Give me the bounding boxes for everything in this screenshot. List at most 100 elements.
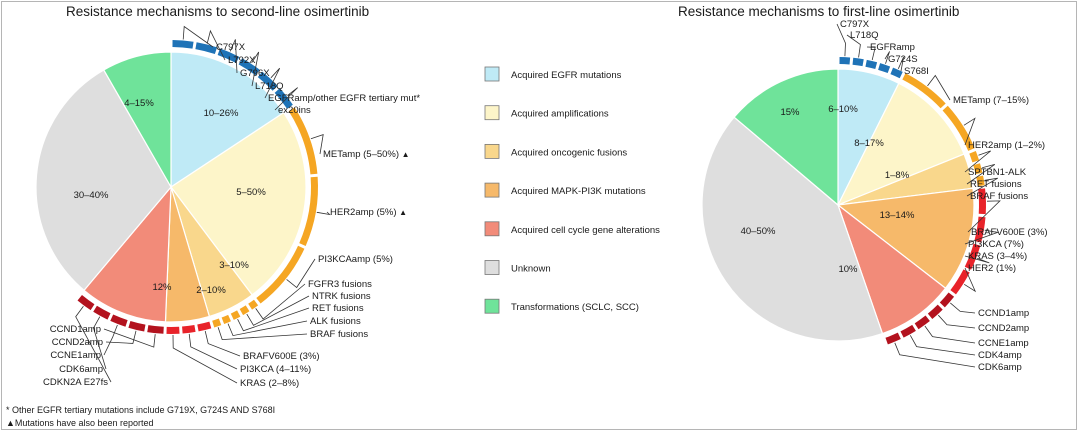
leader-line — [836, 23, 846, 57]
mechanism-label: CCNE1amp — [50, 350, 101, 361]
mechanism-label: METamp (5–50%) ▲ — [323, 149, 410, 160]
legend-swatch — [484, 143, 500, 159]
mechanism-band-segment — [182, 325, 196, 334]
mechanism-label: ALK fusions — [310, 316, 361, 327]
footnote-mutations-reported: ▲Mutations have also been reported — [6, 418, 154, 428]
legend-label: Acquired cell cycle gene alterations — [511, 225, 660, 236]
mechanism-label: SPTBN1-ALK — [968, 167, 1027, 178]
mechanism-band-segment — [238, 58, 260, 76]
leader-line — [105, 330, 137, 344]
pie-slice — [836, 187, 975, 290]
legend-swatch — [484, 260, 500, 275]
leader-line — [237, 307, 310, 332]
leader-line — [924, 325, 976, 344]
mechanism-label: L718Q — [255, 81, 284, 92]
pie-slice — [170, 51, 285, 189]
leader-line — [217, 327, 308, 341]
mechanism-band-segment — [212, 318, 222, 328]
footnote-egfr-tertiary: * Other EGFR tertiary mutations include … — [6, 405, 275, 415]
mechanism-band-segment — [230, 310, 241, 320]
mechanism-band-segment — [969, 151, 980, 163]
mechanism-band-segment — [147, 325, 164, 334]
leader-line — [964, 150, 991, 173]
mechanism-label: CDK6amp — [978, 362, 1022, 373]
mechanism-band-segment — [939, 292, 955, 308]
mechanism-band-segment — [974, 216, 986, 243]
mechanism-band-segment — [257, 71, 278, 91]
leader-line — [316, 211, 331, 216]
right-chart-title: Resistance mechanisms to first-line osim… — [678, 4, 959, 19]
mechanism-band-segment — [299, 176, 318, 246]
pie-slice — [170, 111, 307, 296]
legend-swatch — [484, 66, 500, 82]
mechanism-label: CCND2amp — [52, 337, 103, 348]
mechanism-band-segment — [288, 107, 318, 175]
mechanism-band-segment — [914, 315, 930, 330]
slice-value-label: 30–40% — [74, 190, 109, 201]
mechanism-band-segment — [166, 326, 180, 334]
mechanism-band-segment — [927, 304, 943, 320]
mechanism-label: CDKN2A E27fs — [43, 377, 108, 388]
legend-label: Unknown — [511, 264, 551, 275]
mechanism-band-segment — [978, 188, 987, 215]
mechanism-band-segment — [878, 63, 891, 74]
leader-line — [966, 177, 999, 197]
mechanism-label: KRAS (3–4%) — [968, 251, 1027, 262]
pie-slice — [733, 68, 839, 207]
pie-slice — [701, 116, 884, 342]
leader-line — [229, 39, 238, 74]
mechanism-label: CCND2amp — [978, 323, 1029, 334]
mechanism-band-segment — [195, 42, 218, 55]
legend-label: Acquired oncogenic fusions — [511, 147, 627, 158]
mechanism-label: L718Q — [850, 30, 879, 41]
leader-line — [894, 342, 976, 368]
mechanism-band-segment — [865, 59, 878, 70]
mechanism-label: METamp (7–15%) — [953, 95, 1029, 106]
slice-value-label: 10–26% — [204, 108, 239, 119]
leader-line — [310, 134, 324, 155]
mechanism-label: BRAF fusions — [310, 329, 368, 340]
mechanism-band-segment — [274, 88, 293, 109]
slice-value-label: 6–10% — [828, 104, 858, 115]
legend-label: Acquired amplifications — [511, 109, 609, 120]
mechanism-label: CCNE1amp — [978, 338, 1029, 349]
mechanism-label: C797X — [840, 19, 870, 30]
mechanism-label: CDK6amp — [59, 364, 103, 375]
mechanism-band-segment — [77, 295, 95, 311]
mechanism-label: FGFR3 fusions — [308, 279, 372, 290]
leader-line — [227, 320, 308, 337]
mechanism-band-segment — [248, 299, 259, 310]
leader-line — [172, 334, 238, 384]
pie-slice — [836, 203, 947, 335]
mechanism-label: ex20ins — [278, 105, 311, 116]
figure-frame — [1, 1, 1077, 430]
slice-value-label: 2–10% — [196, 285, 226, 296]
leader-line — [103, 328, 156, 348]
mechanism-band-segment — [217, 48, 240, 64]
leader-line — [255, 283, 306, 320]
mechanism-band-segment — [950, 269, 970, 295]
mechanism-label: PI3KCAamp (5%) — [318, 254, 393, 265]
mechanism-band-segment — [839, 57, 851, 65]
mechanism-label: EGFRamp — [870, 42, 915, 53]
mechanism-label: BRAFV600E (3%) — [971, 227, 1048, 238]
mechanism-label: HER2amp (1–2%) — [968, 140, 1045, 151]
leader-line — [274, 87, 298, 111]
mechanism-band-segment — [900, 324, 916, 338]
leader-line — [182, 25, 214, 48]
leader-line — [897, 56, 904, 72]
mechanism-label: G796X — [240, 68, 270, 79]
mechanism-label: HER2amp (5%) ▲ — [330, 207, 407, 218]
mechanism-label: CCND1amp — [978, 308, 1029, 319]
slice-value-label: 5–50% — [236, 187, 266, 198]
slice-value-label: 3–10% — [219, 260, 249, 271]
mechanism-label: L792X — [228, 55, 256, 66]
mechanism-band-segment — [221, 314, 231, 325]
leader-line — [93, 316, 107, 370]
mechanism-band-segment — [197, 321, 212, 332]
mechanism-label: BRAFV600E (3%) — [243, 351, 320, 362]
leader-line — [246, 295, 310, 326]
mechanism-label: EGFRamp/other EGFR tertiary mut* — [268, 93, 420, 104]
